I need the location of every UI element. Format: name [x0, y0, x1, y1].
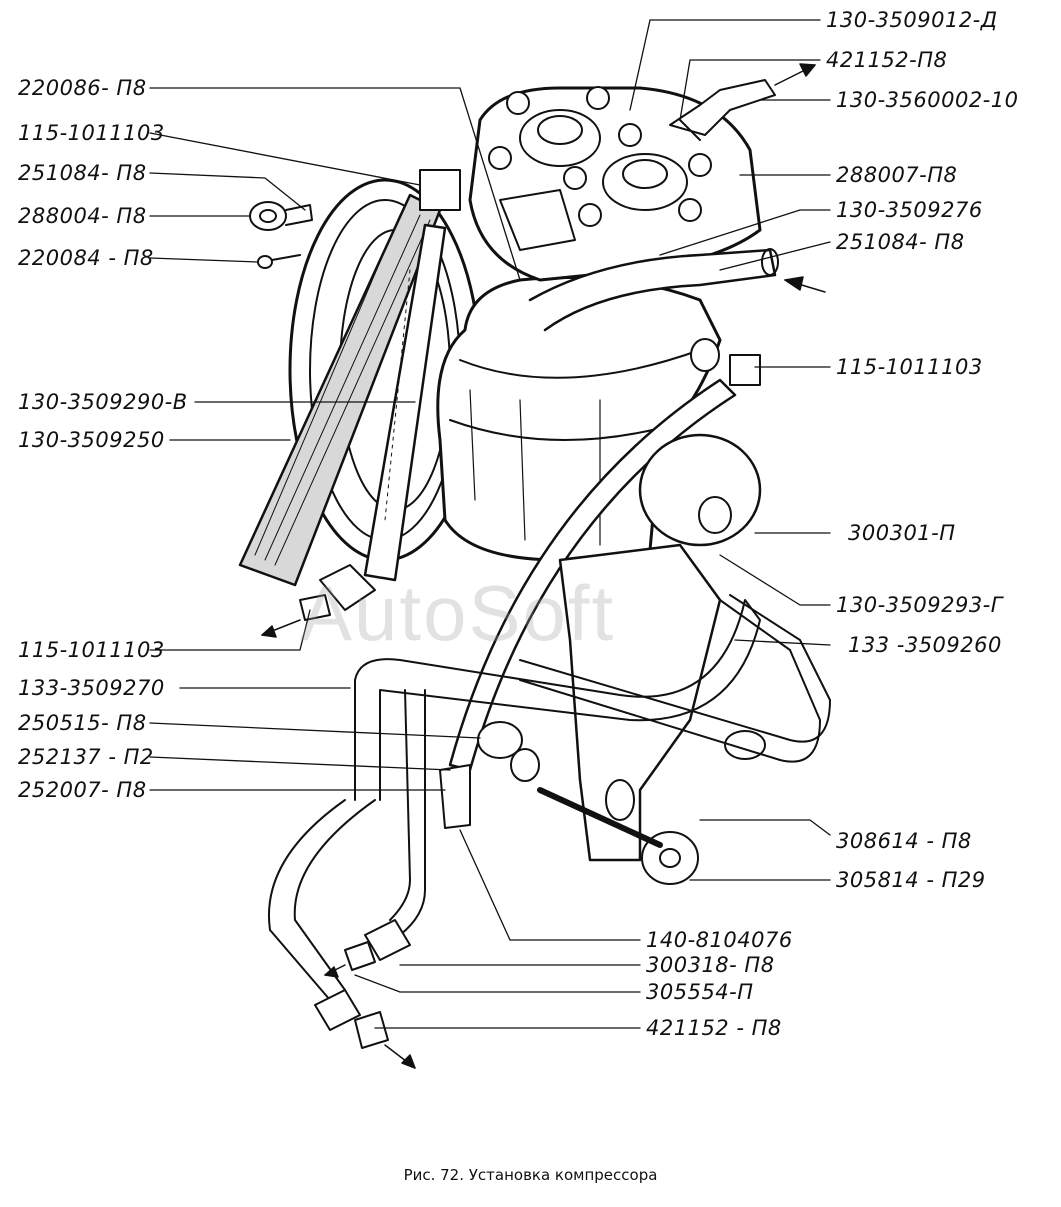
label-305554-p: 305554-П	[646, 980, 754, 1004]
label-220086-p8: 220086- П8	[18, 76, 147, 100]
label-421152-p8-b: 421152 - П8	[646, 1016, 782, 1040]
label-251084-p8-b: 251084- П8	[836, 230, 965, 254]
label-288007-p8: 288007-П8	[836, 163, 958, 187]
air-pipes	[268, 594, 831, 1001]
label-130-3509250: 130-3509250	[18, 428, 165, 452]
label-130-3560002-10: 130-3560002-10	[836, 88, 1019, 112]
label-300301-p: 300301-П	[848, 521, 956, 545]
label-421152-p8-a: 421152-П8	[826, 48, 948, 72]
loose-parts	[249, 201, 313, 269]
label-250515-p8: 250515- П8	[18, 711, 147, 735]
leader-lines	[149, 19, 831, 1029]
watermark: AutoSoft	[300, 569, 616, 657]
label-308614-p8: 308614 - П8	[836, 829, 972, 853]
label-251084-p8-a: 251084- П8	[18, 161, 147, 185]
label-115-1011103-c: 115-1011103	[836, 355, 983, 379]
label-133-3509260: 133 -3509260	[848, 633, 1002, 657]
mounting-bracket	[537, 543, 766, 885]
label-115-1011103-b: 115-1011103	[18, 638, 165, 662]
bottom-fittings	[314, 721, 540, 1049]
label-133-3509270: 133-3509270	[18, 676, 165, 700]
label-130-3509276: 130-3509276	[836, 198, 983, 222]
flow-arrows	[261, 63, 826, 1069]
label-252007-p8: 252007- П8	[18, 778, 147, 802]
label-130-3509012-d: 130-3509012-Д	[826, 8, 998, 32]
label-220084-p8: 220084 - П8	[18, 246, 154, 270]
label-288004-p8: 288004- П8	[18, 204, 147, 228]
cylinder-head	[468, 86, 762, 282]
label-140-8104076: 140-8104076	[646, 928, 793, 952]
label-130-3509290-v: 130-3509290-В	[18, 390, 188, 414]
outlet-fitting-top	[669, 79, 776, 141]
label-300318-p8: 300318- П8	[646, 953, 775, 977]
label-305814-p29: 305814 - П29	[836, 868, 986, 892]
inlet-hose	[528, 248, 779, 332]
label-130-3509293-g: 130-3509293-Г	[836, 593, 1003, 617]
unloader-housing	[638, 433, 762, 547]
label-115-1011103-a: 115-1011103	[18, 121, 165, 145]
figure-caption: Рис. 72. Установка компрессора	[403, 1166, 658, 1184]
label-252137-p2: 252137 - П2	[18, 745, 154, 769]
